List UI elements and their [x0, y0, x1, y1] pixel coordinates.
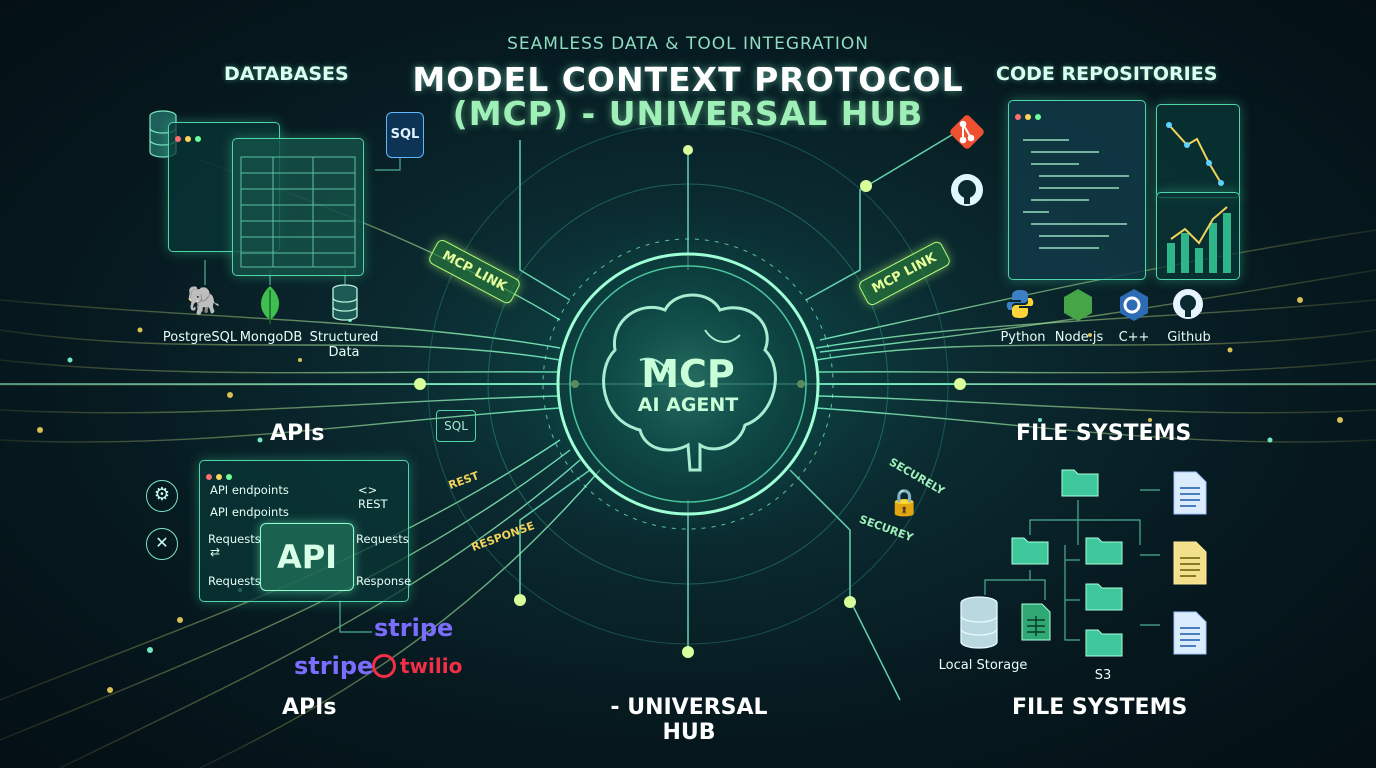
elephant-icon: 🐘 [186, 284, 222, 317]
rest-label: <> REST [358, 483, 388, 511]
apis-footer-heading: APIs [282, 695, 337, 720]
api-endpoint-label-2: API endpoints [210, 505, 289, 519]
spreadsheet-icon [1020, 602, 1052, 642]
databases-heading: DATABASES [224, 63, 349, 85]
response-right-label: Response [356, 574, 412, 588]
code-editor-panel [1008, 100, 1146, 280]
database-icon [330, 284, 360, 322]
header-title: MODEL CONTEXT PROTOCOL [412, 60, 964, 99]
api-endpoint-label-1: API endpoints [210, 483, 289, 497]
header-title-line2: (MCP) - UNIVERSAL HUB [452, 94, 924, 133]
header-subtitle: SEAMLESS DATA & TOOL INTEGRATION [507, 34, 869, 54]
arrow-icon: ⇄ [210, 545, 221, 559]
stripe-logo-2: stripe [294, 652, 374, 680]
hub-title: MCP [641, 352, 735, 396]
brain-icon [602, 293, 777, 472]
github-octocat-icon [949, 172, 985, 208]
folder-icon-4 [1084, 624, 1124, 658]
s3-label: S3 [1094, 668, 1112, 683]
github-icon [1172, 288, 1204, 320]
postgresql-label: PostgreSQL [162, 330, 238, 345]
sql-badge: SQL [386, 112, 424, 158]
hub-subtitle: AI AGENT [637, 394, 739, 416]
requests-left-label-1: Requests [208, 532, 261, 546]
wrench-icon: ✕ [146, 528, 178, 560]
hub-bottom-label: - UNIVERSAL HUB [610, 695, 768, 745]
cplusplus-label: C++ [1118, 330, 1150, 345]
document-icon-2 [1172, 540, 1208, 586]
nodejs-icon [1062, 288, 1094, 322]
database-table-panel [232, 138, 364, 276]
requests-right-label: Requests [356, 532, 409, 546]
nodejs-label: Node.js [1054, 330, 1104, 345]
file-systems-heading: FILE SYSTEMS [1016, 421, 1192, 446]
folder-icon-3 [1084, 578, 1124, 612]
local-storage-icon [958, 596, 1000, 650]
local-storage-label: Local Storage [938, 658, 1028, 673]
twilio-logo: twilio [400, 654, 463, 678]
leaf-icon [255, 284, 285, 324]
document-icon-3 [1172, 610, 1208, 656]
apis-heading: APIs [270, 421, 325, 446]
folder-icon-1 [1010, 532, 1050, 566]
document-icon-1 [1172, 470, 1208, 516]
structured-data-label: Structured Data [309, 330, 379, 360]
github-label: Github [1167, 330, 1211, 345]
python-label: Python [1000, 330, 1046, 345]
line-chart-widget [1156, 104, 1240, 198]
mongodb-label: MongoDB [239, 330, 303, 345]
api-center-block: API [260, 523, 354, 591]
gear-icon: ⚙ [146, 480, 178, 512]
stripe-logo-1: stripe [374, 614, 454, 642]
python-icon [1004, 288, 1036, 320]
git-icon [949, 114, 985, 150]
lock-icon: 🔒 [888, 488, 921, 518]
file-systems-footer-heading: FILE SYSTEMS [1012, 695, 1188, 720]
code-repositories-heading: CODE REPOSITORIES [996, 63, 1218, 85]
cplusplus-icon [1118, 288, 1150, 322]
twilio-icon [372, 654, 396, 678]
sql-mini-badge: SQL [436, 410, 476, 442]
bar-chart-widget [1156, 192, 1240, 280]
requests-left-label-2: Requests [208, 574, 261, 588]
folder-icon-root [1060, 464, 1100, 498]
folder-icon-2 [1084, 532, 1124, 566]
api-panel: API endpoints <> REST API endpoints Requ… [199, 460, 412, 602]
